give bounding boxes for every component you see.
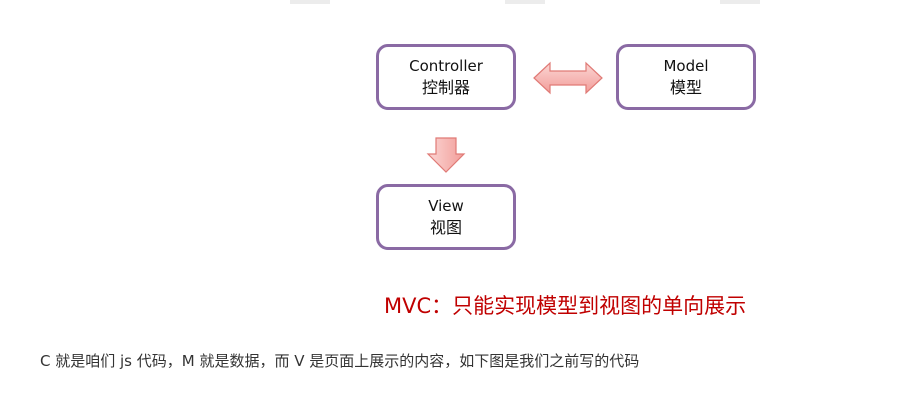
controller-sublabel: 控制器 [421,77,470,97]
view-node: View 视图 [376,184,516,250]
view-sublabel: 视图 [429,217,462,237]
mvc-caption: MVC：只能实现模型到视图的单向展示 [384,294,747,318]
controller-label: Controller [409,56,483,75]
model-sublabel: 模型 [669,77,702,97]
double-arrow-icon [533,61,603,95]
model-label: Model [663,56,709,75]
controller-node: Controller 控制器 [376,44,516,110]
top-decoration [720,0,760,4]
down-arrow-icon [426,137,466,173]
top-decoration [505,0,545,4]
model-node: Model 模型 [616,44,756,110]
view-label: View [428,196,464,215]
description-text: C 就是咱们 js 代码，M 就是数据，而 V 是页面上展示的内容，如下图是我们… [40,352,640,370]
top-decoration [290,0,330,4]
